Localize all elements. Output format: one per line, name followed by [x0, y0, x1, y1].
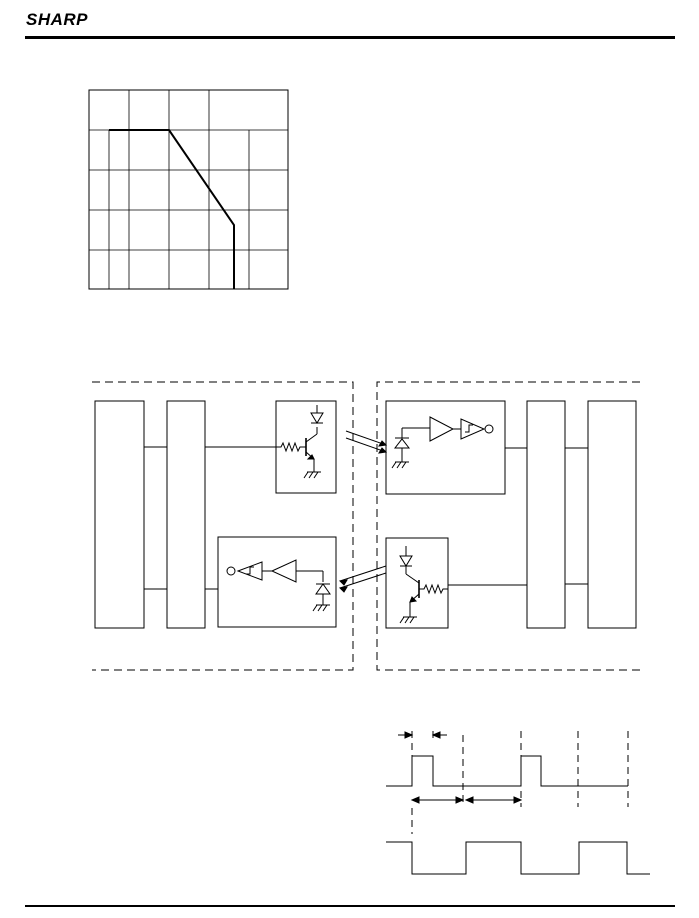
pulse-waveform-lower: [386, 841, 650, 875]
sharp-logo: SHARP: [26, 10, 89, 29]
ir-beam-bottom: [338, 565, 387, 593]
graph-gridlines: [89, 90, 288, 289]
right-host-block: [587, 400, 637, 629]
left-controller-block: [166, 400, 206, 629]
pulse-waveform-upper: [386, 755, 628, 787]
left-receiver-module: [217, 536, 337, 628]
left-host-block: [94, 400, 145, 629]
right-controller-block: [526, 400, 566, 629]
header-rule: [25, 36, 675, 39]
derating-graph: [88, 89, 289, 290]
right-transmitter-module: [385, 537, 449, 629]
right-receiver-module: [385, 400, 506, 495]
left-transmitter-module: [275, 400, 337, 494]
right-unit-boundary: [376, 381, 640, 671]
derating-curve: [109, 129, 235, 289]
ir-beam-top: [345, 430, 388, 454]
graph-frame: [88, 89, 289, 290]
period-markers: [410, 796, 523, 804]
timing-reference-lines: [411, 731, 629, 834]
block-diagram: [92, 381, 640, 671]
left-unit-boundary: [92, 381, 354, 671]
timing-diagram: [386, 731, 650, 875]
footer-rule: [25, 905, 675, 907]
pulse-width-marker: [398, 731, 447, 739]
